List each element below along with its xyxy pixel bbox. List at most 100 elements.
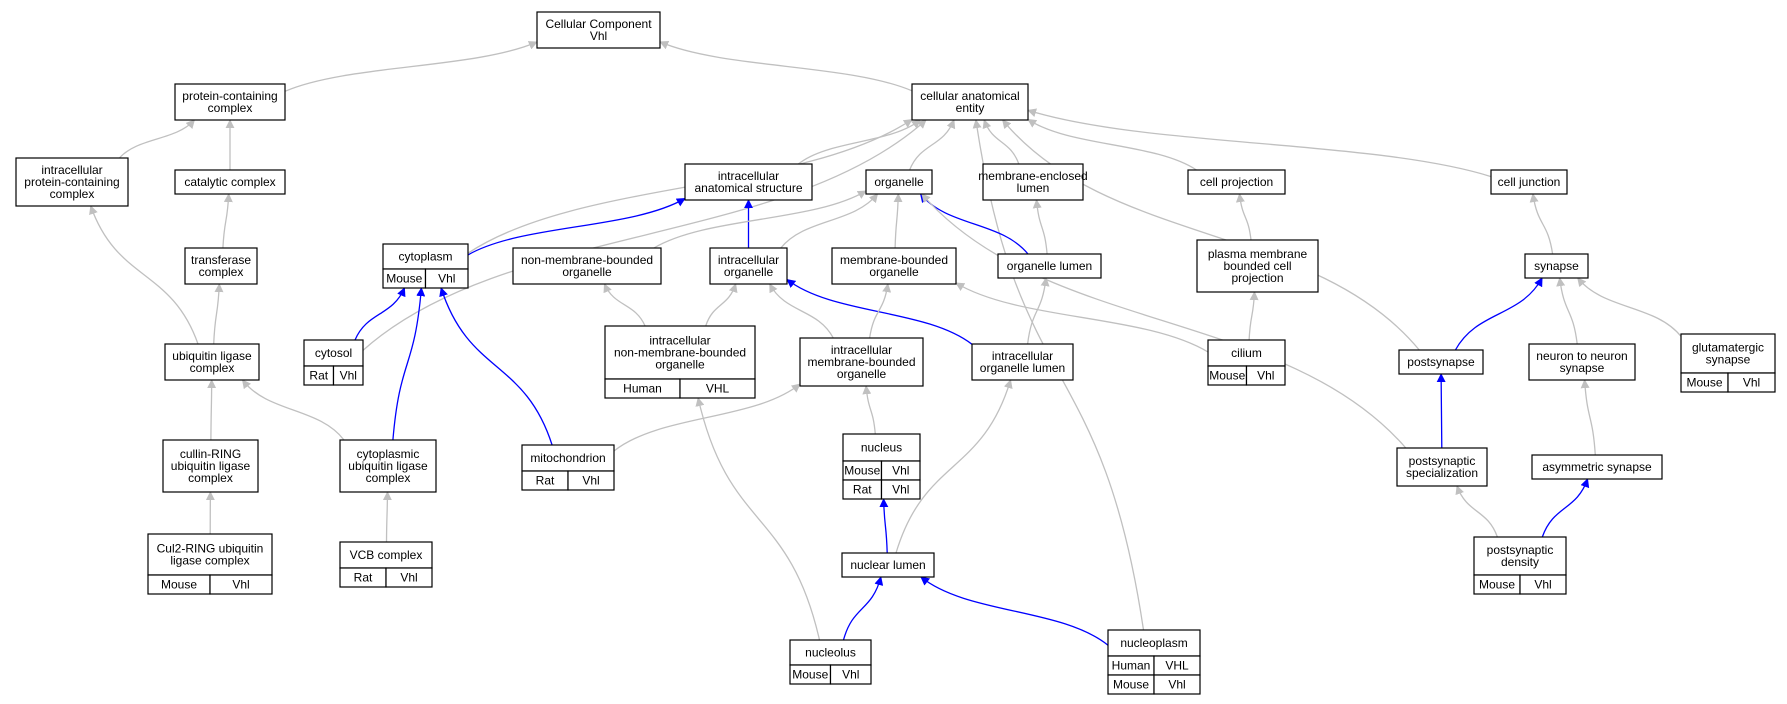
edge-synapse-to-cell-junction: [1529, 193, 1554, 255]
node-label-line: organelle lumen: [1007, 259, 1092, 273]
node-label-box: [164, 343, 260, 381]
svg-text:Vhl: Vhl: [582, 474, 599, 488]
node-label-line: glutamatergic: [1692, 341, 1764, 355]
edge-cilium-to-plasma-membrane-bounded-cell-projection: [1248, 291, 1259, 341]
node-label-line: protein-containing: [182, 89, 277, 103]
node-label-line: catalytic complex: [184, 175, 275, 189]
edge-cell-projection-to-cellular-anatomical-entity: [1027, 118, 1197, 171]
svg-text:Vhl: Vhl: [232, 578, 249, 592]
node-asymmetric-synapse[interactable]: asymmetric synapse: [1531, 454, 1663, 480]
gene-cell: Vhl: [385, 567, 433, 588]
node-cell-junction[interactable]: cell junction: [1490, 169, 1568, 195]
edge-nucleolus-to-intracellular-non-membrane-bounded-organelle: [695, 397, 821, 641]
node-label-box: [382, 243, 469, 270]
gene-cell: Vhl: [1727, 372, 1776, 393]
node-label-box: [1473, 536, 1567, 576]
node-label-line: Cellular Component: [545, 17, 652, 31]
node-label-line: cell projection: [1200, 175, 1273, 189]
svg-text:VHL: VHL: [706, 382, 730, 396]
svg-text:Mouse: Mouse: [1686, 376, 1722, 390]
species-cell: Human: [1107, 655, 1155, 676]
node-label-line: synapse: [1560, 361, 1605, 375]
node-postsynapse[interactable]: postsynapse: [1398, 349, 1484, 375]
edge-cilium-to-membrane-bounded-organelle: [955, 282, 1209, 353]
node-label-line: projection: [1231, 271, 1283, 285]
node-label-line: membrane-bounded: [840, 253, 948, 267]
node-label-box: [1524, 253, 1589, 279]
svg-text:Vhl: Vhl: [892, 483, 909, 497]
node-label-box: [15, 157, 129, 207]
node-label-line: nucleus: [861, 441, 902, 455]
svg-text:Mouse: Mouse: [161, 578, 197, 592]
edge-organelle-to-cellular-anatomical-entity: [908, 119, 956, 171]
node-nuclear-lumen[interactable]: nuclear lumen: [841, 552, 935, 578]
edge-organelle-lumen-to-membrane-enclosed-lumen: [1032, 199, 1048, 255]
node-organelle-lumen[interactable]: organelle lumen: [997, 253, 1102, 279]
node-label-line: nucleoplasm: [1120, 636, 1187, 650]
node-label-line: postsynapse: [1407, 355, 1475, 369]
node-label-line: cellular anatomical: [920, 89, 1019, 103]
edge-intracellular-non-membrane-bounded-organelle-to-intracellular-organelle: [705, 283, 738, 327]
svg-text:Vhl: Vhl: [1257, 369, 1274, 383]
node-label-box: [1490, 169, 1568, 195]
node-cell-projection[interactable]: cell projection: [1187, 169, 1286, 195]
node-label-box: [1680, 333, 1776, 374]
species-cell: Rat: [339, 567, 387, 588]
node-intracellular-non-membrane-bounded-organelle[interactable]: intracellularnon-membrane-boundedorganel…: [604, 325, 756, 399]
edge-intracellular-anatomical-structure-to-cellular-anatomical-entity: [797, 119, 921, 165]
node-label-line: intracellular: [718, 253, 779, 267]
node-label-line: ubiquitin ligase: [171, 459, 251, 473]
node-label-box: [1398, 349, 1484, 375]
node-label-line: Cul2-RING ubiquitin: [157, 542, 264, 556]
node-catalytic-complex[interactable]: catalytic complex: [174, 169, 286, 195]
edge-vcb-complex-to-cytoplasmic-ubiquitin-ligase-complex: [382, 491, 392, 543]
species-cell: Mouse: [1207, 365, 1248, 386]
edge-cytoplasmic-ubiquitin-ligase-complex-to-ubiquitin-ligase-complex: [241, 379, 345, 441]
node-label-box: [339, 439, 437, 493]
edge-postsynaptic-density-to-asymmetric-synapse: [1541, 478, 1590, 538]
edge-plasma-membrane-bounded-cell-projection-to-cell-projection: [1235, 193, 1252, 241]
svg-text:Vhl: Vhl: [400, 571, 417, 585]
node-label-line: organelle lumen: [980, 361, 1065, 375]
edge-cullin-ring-ubiquitin-ligase-complex-to-ubiquitin-ligase-complex: [207, 379, 217, 441]
edge-membrane-bounded-organelle-to-organelle: [893, 193, 903, 249]
node-label-line: membrane-enclosed: [978, 169, 1087, 183]
node-label-line: complex: [188, 471, 233, 485]
node-label-box: [162, 439, 259, 493]
edge-postsynapse-to-cellular-anatomical-entity: [1002, 119, 1420, 351]
edge-postsynaptic-density-to-postsynaptic-specialization: [1455, 485, 1499, 538]
svg-text:Vhl: Vhl: [1168, 678, 1185, 692]
node-synapse[interactable]: synapse: [1524, 253, 1589, 279]
node-organelle[interactable]: organelle: [865, 169, 933, 195]
